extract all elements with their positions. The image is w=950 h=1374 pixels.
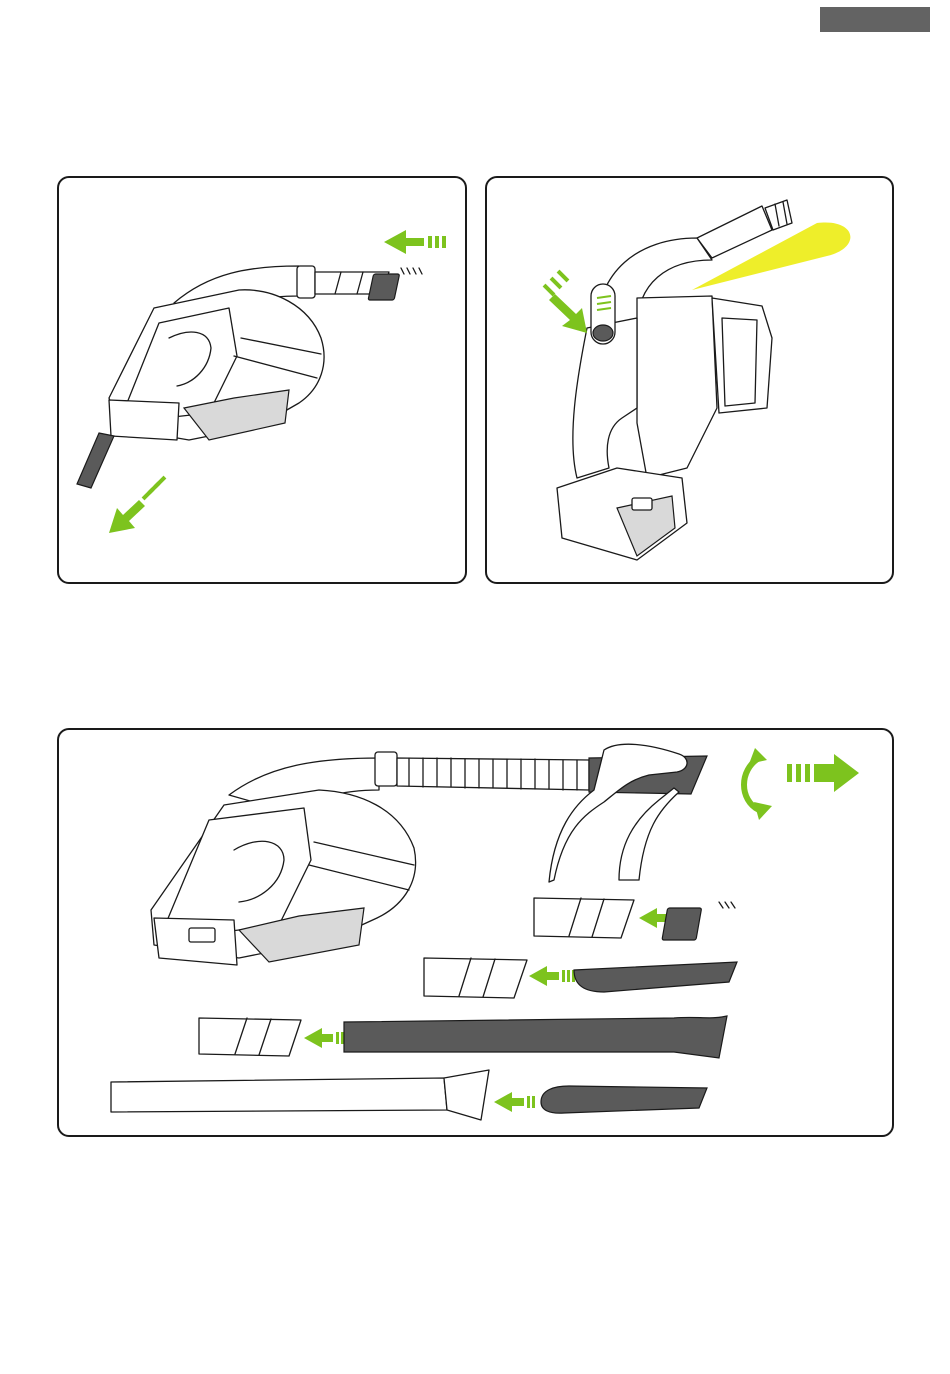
power-button (591, 284, 615, 344)
panel-1-vacuum-tool-removal (57, 176, 467, 584)
handheld-vacuum-illustration (59, 178, 467, 584)
pull-arrow-down-icon (109, 476, 166, 533)
crevice-tool (77, 433, 114, 488)
page-tab (820, 7, 930, 32)
crevice-tool (574, 962, 737, 992)
crevice-tool (541, 1086, 707, 1113)
panel-3-hose-and-attachments (57, 728, 894, 1137)
handheld-vacuum-upright-illustration (487, 178, 894, 584)
vacuum-with-hose-illustration (59, 730, 894, 1137)
attach-arrow-left-icon (529, 966, 575, 986)
hose-collar (375, 752, 397, 786)
extension-tube (344, 1016, 727, 1058)
panel-2-light-button (485, 176, 894, 584)
brush-tool-icon (662, 902, 735, 940)
attach-arrow-left-icon (494, 1092, 535, 1112)
push-arrow-left-icon (384, 230, 446, 254)
press-arrow-icon (543, 270, 587, 333)
twist-release-arrow-icon (744, 748, 859, 820)
hose-collar (297, 266, 315, 298)
attach-arrow-left-icon (304, 1028, 344, 1048)
